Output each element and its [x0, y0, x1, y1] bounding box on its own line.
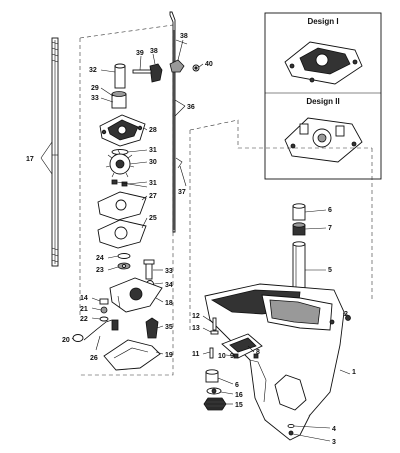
mounting-plate: [209, 317, 263, 359]
gasket: [97, 219, 147, 249]
callout-20: 20: [62, 337, 70, 344]
callout-17: 17: [26, 156, 34, 163]
callout-16: 16: [235, 392, 243, 399]
shaft-clip: [175, 157, 183, 169]
callout-9: 9: [230, 353, 234, 360]
callout-6-lower: 6: [235, 382, 239, 389]
design-2-label: Design II: [306, 97, 339, 106]
callout-13: 13: [192, 325, 200, 332]
water-pump-body: [99, 114, 146, 147]
callout-35: 35: [165, 324, 173, 331]
callout-31-lower: 31: [149, 180, 157, 187]
callout-15: 15: [235, 402, 243, 409]
callout-10: 10: [218, 353, 226, 360]
callout-2: 2: [344, 311, 348, 318]
callout-12: 12: [192, 313, 200, 320]
callout-5: 5: [328, 267, 332, 274]
leader-lines: [40, 39, 351, 442]
callout-29: 29: [91, 85, 99, 92]
tube-nipple: [72, 334, 84, 342]
shift-shaft: [169, 11, 176, 233]
callout-23: 23: [96, 267, 104, 274]
callout-38-left: 38: [150, 48, 158, 55]
callout-40: 40: [205, 61, 213, 68]
screw-2: [345, 315, 351, 321]
callout-33-lower: 33: [165, 268, 173, 275]
bushings-tube: [292, 203, 306, 295]
callout-38-right: 38: [180, 33, 188, 40]
callout-3: 3: [332, 439, 336, 446]
callout-33-upper: 33: [91, 95, 99, 102]
seals: [117, 253, 131, 270]
callout-4: 4: [332, 426, 336, 433]
callout-19: 19: [165, 352, 173, 359]
design-1-label: Design I: [307, 17, 338, 26]
drive-shaft: [51, 37, 59, 267]
impeller: [105, 149, 135, 178]
shift-linkage: [132, 59, 200, 83]
callout-22: 22: [80, 316, 88, 323]
water-tube: [83, 319, 119, 341]
gasket-plate: [97, 191, 147, 221]
callout-32: 32: [89, 67, 97, 74]
callout-11: 11: [192, 351, 200, 358]
callout-28: 28: [149, 127, 157, 134]
small-parts-left: [99, 298, 109, 322]
callout-36: 36: [187, 104, 195, 111]
callout-39: 39: [136, 50, 144, 57]
callout-numbers: 1 2 3 4 5 6 7 8 9 10 11 12 13 14 15 16 1…: [26, 33, 356, 446]
callout-14: 14: [80, 295, 88, 302]
callout-1: 1: [352, 369, 356, 376]
callout-30: 30: [149, 159, 157, 166]
callout-25: 25: [149, 215, 157, 222]
callout-18: 18: [165, 300, 173, 307]
gearcase-housing: [204, 283, 345, 441]
callout-37: 37: [178, 189, 186, 196]
callout-24: 24: [96, 255, 104, 262]
callout-7: 7: [328, 225, 332, 232]
callout-34: 34: [165, 282, 173, 289]
callout-21: 21: [80, 306, 88, 313]
upper-bearing: [111, 91, 127, 109]
callout-8: 8: [256, 349, 260, 356]
bottom-gear-parts: [203, 369, 227, 411]
grommet: [145, 317, 159, 339]
cover-plate: [103, 339, 161, 371]
callout-31-upper: 31: [149, 147, 157, 154]
callout-27: 27: [149, 193, 157, 200]
design-1-housing: [284, 41, 363, 85]
pump-base: [109, 277, 163, 313]
design-2-housing: [284, 117, 363, 163]
design-inset: Design I Design II: [264, 12, 382, 180]
callout-26: 26: [90, 355, 98, 362]
sleeve: [114, 63, 126, 89]
callout-6-upper: 6: [328, 207, 332, 214]
